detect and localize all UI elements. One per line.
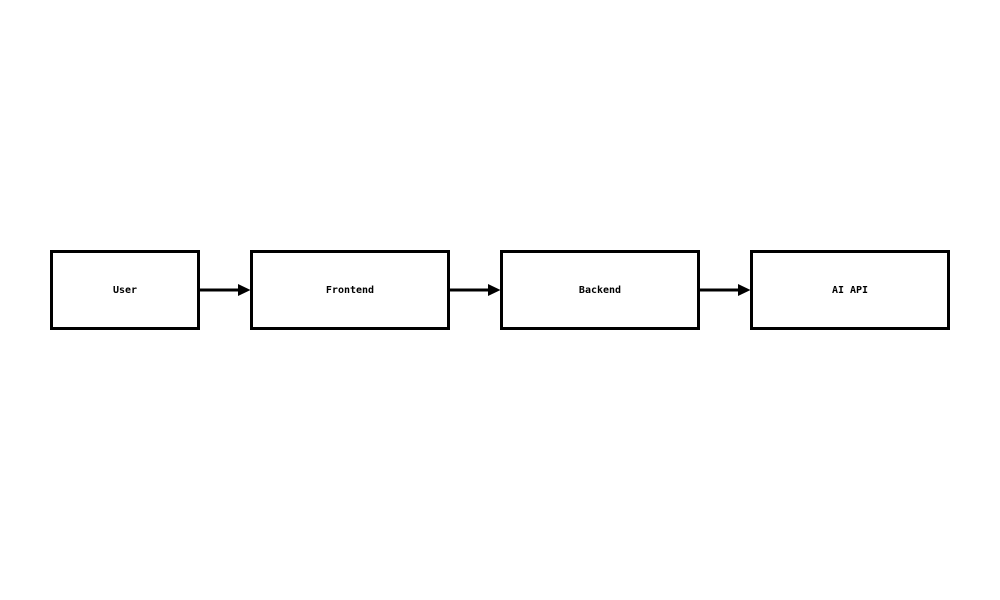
node-frontend-label: Frontend xyxy=(325,284,375,296)
node-frontend: Frontend xyxy=(250,250,450,330)
node-backend: Backend xyxy=(500,250,700,330)
arrow-frontend-to-backend xyxy=(450,284,501,296)
arrow-backend-to-ai-api xyxy=(700,284,751,296)
node-user: User xyxy=(50,250,200,330)
node-ai-api-label: AI API xyxy=(831,284,869,296)
node-ai-api: AI API xyxy=(750,250,950,330)
node-user-label: User xyxy=(112,284,138,296)
arrow-user-to-frontend xyxy=(200,284,251,296)
node-backend-label: Backend xyxy=(578,284,622,296)
